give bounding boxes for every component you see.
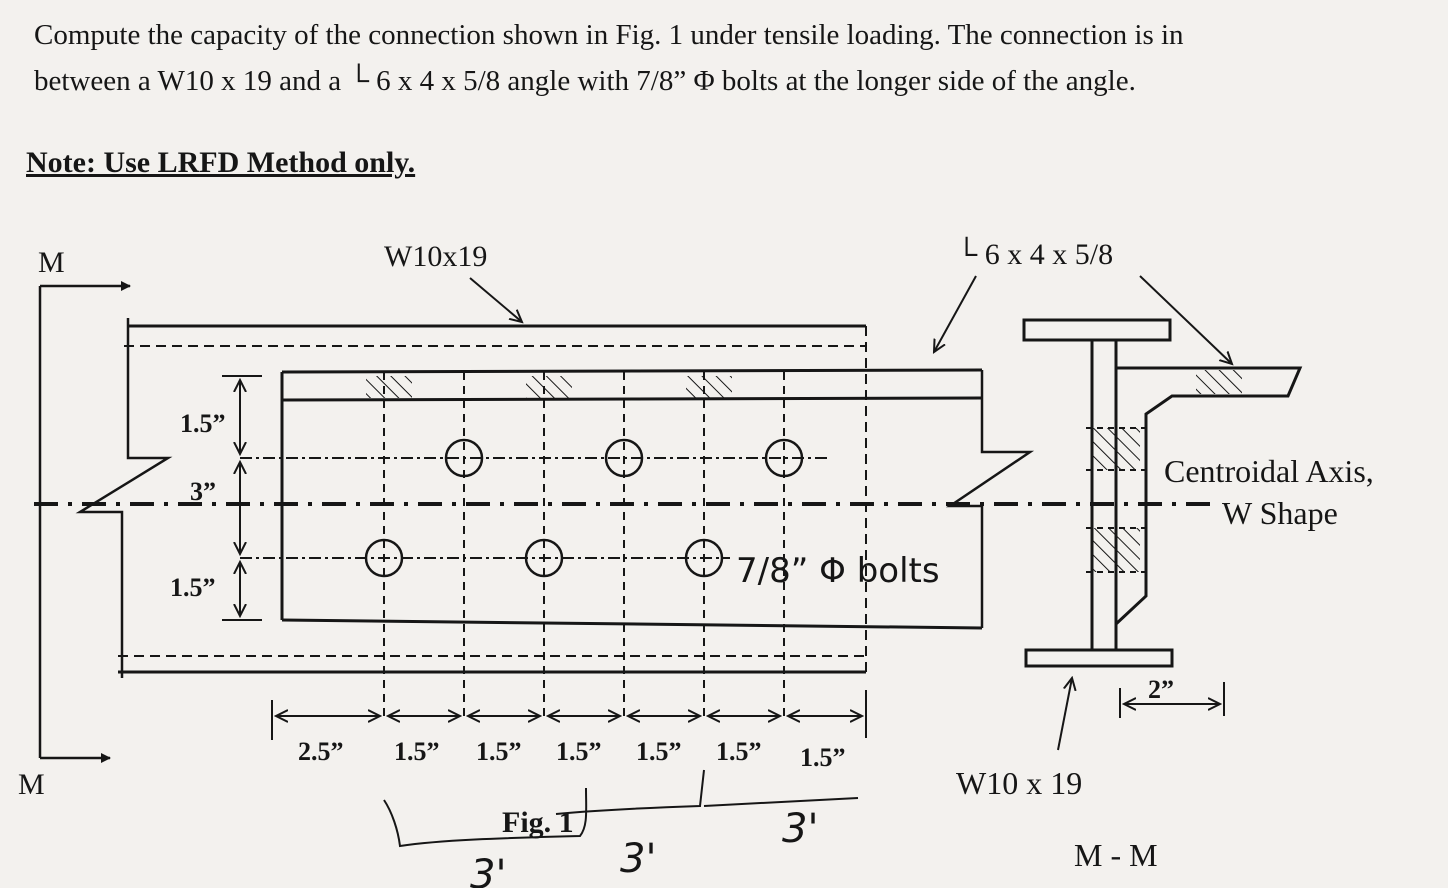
handwritten-note: 3' — [782, 806, 818, 852]
handwritten-note: 3' — [620, 836, 656, 882]
horizontal-dim-labels: 2.5” 1.5” 1.5” 1.5” 1.5” 1.5” 1.5” — [298, 737, 846, 772]
dim-label: 1.5” — [636, 737, 682, 766]
bolt-group — [364, 438, 804, 578]
handwritten-brackets — [383, 769, 859, 848]
angle-label-leader — [934, 275, 977, 352]
w-member-label: W10x19 — [384, 240, 487, 273]
angle-section — [1086, 366, 1303, 626]
dim-label: 1.5” — [800, 743, 846, 772]
w-shape-section — [1022, 318, 1174, 668]
centroidal-axis-label-2: W Shape — [1222, 495, 1338, 531]
hatch-mark — [366, 376, 412, 398]
problem-line-2: between a W10 x 19 and a └ 6 x 4 x 5/8 a… — [34, 65, 1136, 97]
dim-label-1-5-bottom: 1.5” — [170, 573, 216, 602]
pitch-lines — [383, 372, 785, 720]
section-mark-bottom: M — [18, 768, 45, 801]
vertical-dimensions — [222, 375, 262, 621]
handwritten-note: 3' — [470, 852, 506, 888]
note-lrfd: Note: Use LRFD Method only. — [26, 146, 416, 179]
angle-section-leader — [1139, 275, 1232, 364]
dim-label-1-5-top: 1.5” — [180, 409, 226, 438]
bolt — [604, 438, 644, 478]
w-section-leader — [1057, 678, 1072, 751]
hatch-mark — [526, 376, 572, 398]
dim-label-2: 2” — [1148, 675, 1174, 704]
bolt — [444, 438, 484, 478]
angle-label: └ 6 x 4 x 5/8 — [956, 236, 1113, 271]
bolts-label: 7/8” Φ bolts — [736, 551, 940, 591]
hatch-mark — [686, 376, 732, 398]
bolt — [364, 538, 404, 578]
dim-label: 1.5” — [476, 737, 522, 766]
dim-label-3: 3” — [190, 477, 216, 506]
angle-member — [280, 368, 1035, 630]
horizontal-dimensions — [271, 690, 867, 740]
problem-line-1: Compute the capacity of the connection s… — [34, 19, 1184, 51]
figure-caption: Fig. 1 — [502, 806, 574, 839]
bolt — [764, 438, 804, 478]
dim-label: 2.5” — [298, 737, 344, 766]
section-title: M - M — [1074, 837, 1158, 873]
dim-label: 1.5” — [716, 737, 762, 766]
section-cut-line — [38, 281, 131, 763]
dim-2-inch — [1119, 682, 1225, 718]
section-w-label: W10 x 19 — [956, 765, 1082, 801]
problem-statement: Compute the capacity of the connection s… — [34, 12, 1424, 104]
w-label-leader — [469, 277, 522, 322]
dim-label: 1.5” — [556, 737, 602, 766]
centroidal-axis-label: Centroidal Axis, — [1164, 453, 1374, 489]
bolt — [684, 538, 724, 578]
section-mark-top: M — [38, 246, 65, 279]
w-shape-member — [75, 318, 867, 678]
bolt — [524, 538, 564, 578]
dim-label: 1.5” — [394, 737, 440, 766]
